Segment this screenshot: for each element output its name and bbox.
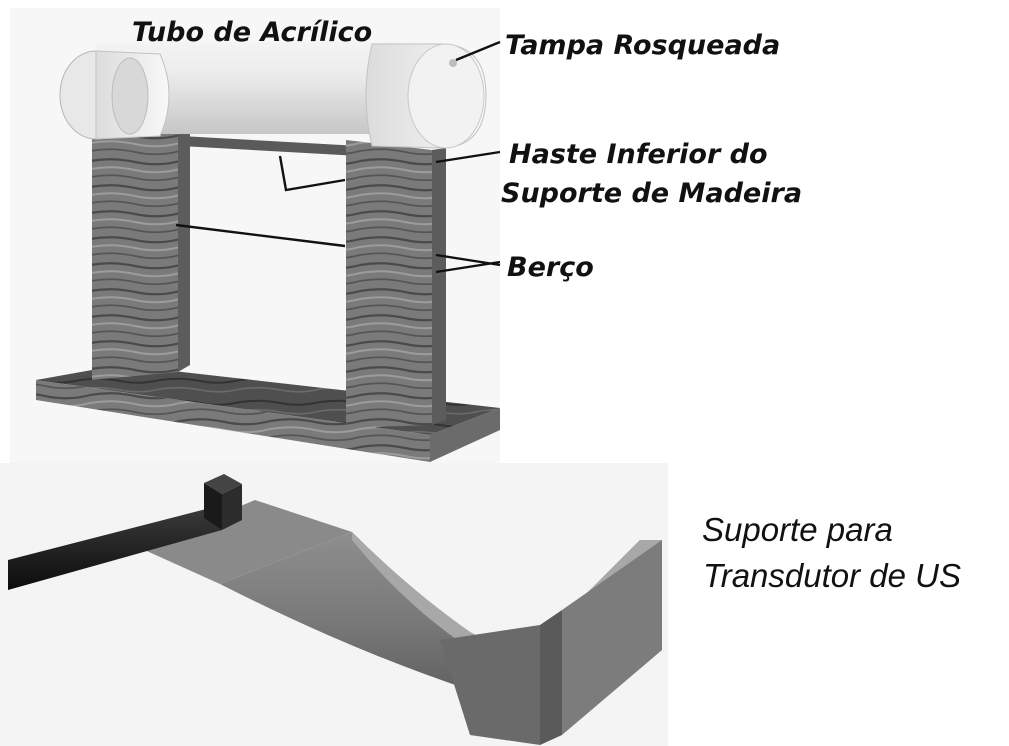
label-cradle: Berço — [507, 252, 594, 283]
label-rod-line1: Haste Inferior do — [509, 139, 768, 170]
wooden-support-assembly — [36, 42, 500, 462]
cradle-leader-line — [175, 223, 346, 248]
label-rod-line2: Suporte de Madeira — [501, 178, 802, 209]
left-cap-rim — [111, 57, 149, 135]
cap-leader-line — [455, 40, 501, 62]
wooden-base-front — [36, 380, 430, 462]
label-transducer-line1: Suporte para — [702, 511, 893, 548]
right-post-front — [346, 140, 432, 428]
label-cap: Tampa Rosqueada — [505, 30, 780, 61]
cradle-end-face — [562, 540, 662, 735]
cradle-lower-step — [440, 625, 540, 745]
right-post-side — [432, 148, 446, 425]
rod-leader-line — [435, 150, 501, 164]
cradle-end-plate — [540, 610, 562, 745]
left-post-front — [92, 100, 178, 380]
transducer-head-front — [204, 483, 222, 530]
left-post-side — [178, 118, 190, 372]
transducer-head-top — [204, 474, 242, 494]
transducer-support-assembly — [8, 474, 662, 745]
rod-leader-line-2 — [278, 155, 346, 192]
transducer-head-side — [222, 484, 242, 530]
right-cap-face — [407, 43, 485, 149]
wooden-base-side — [430, 408, 500, 462]
acrylic-tube — [59, 42, 487, 149]
cradle-top-flat — [140, 500, 352, 584]
cap-screw-hole — [449, 59, 457, 67]
transducer-bar — [8, 508, 222, 590]
cradle-leader-line-3 — [435, 253, 501, 267]
label-transducer-line2: Transdutor de US — [703, 557, 961, 594]
label-tube: Tubo de Acrílico — [132, 17, 372, 48]
leader-lines — [175, 40, 501, 274]
